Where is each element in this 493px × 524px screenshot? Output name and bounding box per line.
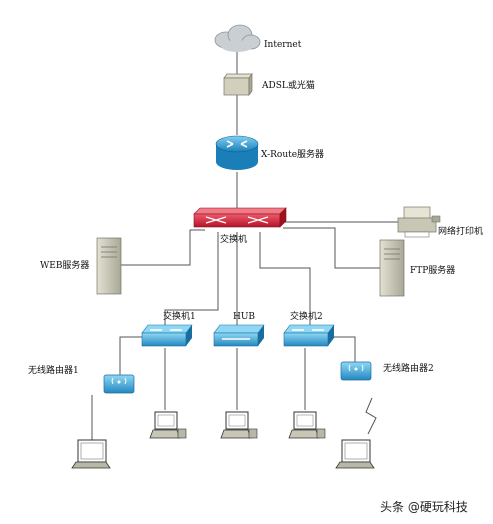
switch-icon <box>283 324 335 347</box>
ftp-server-label: FTP服务器 <box>410 264 455 276</box>
core-switch-icon <box>193 207 287 228</box>
wireless-signal-icon <box>365 397 377 435</box>
switch1-label: 交换机1 <box>163 310 196 322</box>
desktop-computer-icon <box>288 411 326 439</box>
core-switch-label: 交换机 <box>220 233 247 245</box>
wireless-router-icon <box>340 361 372 381</box>
server-icon <box>96 237 122 295</box>
modem-icon <box>223 72 253 97</box>
switch-icon <box>141 324 193 347</box>
adsl-label: ADSL或光猫 <box>261 79 315 91</box>
hub-label: HUB <box>233 312 255 322</box>
desktop-computer-icon <box>220 411 258 439</box>
wireless-router2-label: 无线路由器2 <box>383 362 434 374</box>
watermark: 头条 @硬玩科技 <box>380 500 468 514</box>
router-icon <box>215 135 259 170</box>
switch2-label: 交换机2 <box>290 310 323 322</box>
connection-lines <box>91 52 430 440</box>
server-icon <box>379 239 405 297</box>
wireless-router1-label: 无线路由器1 <box>28 364 79 376</box>
cloud-icon <box>214 24 261 52</box>
desktop-computer-icon <box>149 411 187 439</box>
printer-icon <box>397 206 441 238</box>
internet-label: Internet <box>264 40 302 50</box>
laptop-icon <box>71 439 111 469</box>
printer-label: 网络打印机 <box>438 225 483 237</box>
laptop-icon <box>335 439 375 469</box>
web-server-label: WEB服务器 <box>40 259 89 271</box>
router-label: X-Route服务器 <box>261 148 324 160</box>
wireless-router-icon <box>103 374 135 394</box>
hub-icon <box>213 324 265 347</box>
